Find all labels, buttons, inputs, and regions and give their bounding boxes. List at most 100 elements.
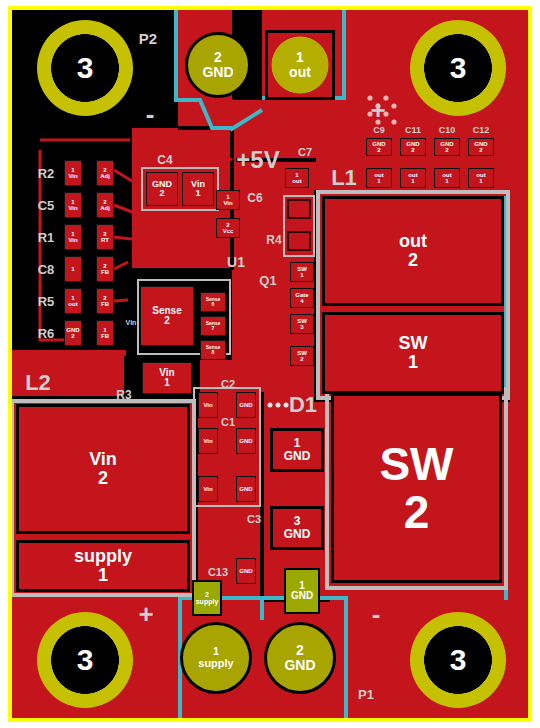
pad-label: FB: [101, 333, 109, 339]
pad-label: 2: [103, 263, 106, 269]
pad-label: 1: [411, 178, 414, 184]
dot: [268, 403, 273, 408]
smd-pad: out1: [434, 168, 460, 188]
smd-pad: SW3: [290, 314, 314, 334]
silkscreen-label: C1: [221, 417, 235, 428]
smd-pad: GND: [236, 428, 256, 454]
silkscreen-label: L2: [25, 372, 51, 394]
pad-label: 3: [294, 515, 301, 528]
pad-label: 6: [212, 302, 215, 307]
silkscreen-label: R3: [116, 389, 131, 401]
smd-pad: SW1: [322, 312, 504, 394]
pad-label: Gate: [295, 292, 308, 298]
pin1-dots: [268, 403, 289, 408]
silkscreen-label: Vin: [126, 319, 137, 326]
pad-label: SW: [297, 350, 307, 356]
clearance-lines: [12, 128, 510, 600]
smd-pad: 2FB: [96, 256, 114, 282]
smd-pad: GND: [236, 392, 256, 418]
pad-label: 2: [296, 643, 304, 658]
pad-label: 2: [408, 251, 418, 270]
smd-pad: 1GND: [270, 428, 324, 472]
board-gap: [124, 356, 200, 398]
smd-pad: 1GND: [284, 568, 320, 614]
pad-label: Vin: [191, 180, 205, 189]
silkscreen-label: R2: [38, 167, 55, 180]
pad-label: GND: [406, 141, 419, 147]
resistor-outline: [284, 196, 314, 256]
silkscreen-label: C6: [247, 192, 262, 204]
silkscreen-label: C12: [473, 126, 490, 135]
pad-label: 2: [226, 222, 229, 228]
pad-label: 2: [98, 469, 108, 488]
trace: [200, 140, 232, 160]
smd-pad: 1Vin: [64, 160, 82, 186]
capacitor-outline: [194, 388, 260, 506]
smd-pad: 3GND: [270, 506, 324, 550]
silkscreen-label: C3: [247, 514, 261, 525]
bottom-layer-lines: [176, 8, 506, 720]
smd-pad: 2FB: [96, 288, 114, 314]
bottom-trace: [180, 598, 346, 720]
via: [391, 119, 396, 124]
smd-pad: Vin: [198, 476, 218, 502]
pad-label: 2: [205, 591, 209, 598]
smd-pad: 1Vin: [64, 192, 82, 218]
silkscreen-label: C9: [373, 126, 385, 135]
pad-label: out: [476, 172, 485, 178]
silkscreen-label: U1: [227, 255, 245, 269]
silkscreen-label: C4: [157, 154, 172, 166]
pad-label: 3: [450, 52, 467, 84]
inductor-outline: [318, 192, 508, 398]
pad-label: 2: [377, 147, 380, 153]
smd-pad: SW1: [290, 262, 314, 282]
smd-pad: Sense2: [140, 286, 194, 346]
pad-label: 1: [71, 231, 74, 237]
pad-label: GND: [152, 180, 172, 189]
board-edge: [10, 8, 530, 720]
pad-label: 1: [299, 581, 305, 592]
silkscreen-label: R6: [38, 327, 55, 340]
smd-pad: Gate4: [290, 288, 314, 308]
pad-label: 1: [98, 566, 108, 585]
pad-label: GND: [474, 141, 487, 147]
silkscreen-label: R4: [266, 234, 281, 246]
pad-label: supply: [196, 598, 219, 605]
pad-label: GND: [239, 568, 252, 574]
through-hole-pad: 2GND: [185, 32, 251, 98]
via-field: [367, 95, 396, 124]
pad-label: out: [374, 172, 383, 178]
pad-label: 2: [103, 167, 106, 173]
silkscreen-label: R5: [38, 295, 55, 308]
pad-label: Vcc: [223, 228, 234, 234]
silkscreen-label: R1: [38, 231, 55, 244]
capacitor-outline: [142, 168, 218, 210]
bottom-trace: [260, 600, 264, 620]
pad-label: 3: [300, 324, 303, 330]
pad-label: 2: [164, 316, 170, 327]
pad-label: SW: [297, 318, 307, 324]
smd-pad: 2Adj: [96, 192, 114, 218]
silkscreen-label: +: [138, 601, 153, 627]
smd-pad: GND2: [434, 138, 460, 156]
pad-label: Vin: [68, 237, 77, 243]
silkscreen-label: C5: [38, 199, 55, 212]
through-hole-pad: 2GND: [264, 622, 336, 694]
bottom-trace: [230, 110, 262, 130]
pad-label: 1: [295, 172, 298, 178]
mounting-hole: 3: [410, 20, 506, 116]
silkscreen-label: +: [370, 97, 385, 123]
smd-pad: Vin1: [182, 172, 214, 206]
inductor-outline: [12, 401, 194, 595]
smd-pad: Sense8: [200, 340, 226, 360]
trace: [40, 139, 130, 142]
pad-label: Adj: [100, 173, 110, 179]
smd-pad: Vin2: [16, 404, 190, 534]
pad-label: GND: [239, 402, 252, 408]
pad-label: 2: [103, 295, 106, 301]
pad-label: 1: [71, 295, 74, 301]
smd-pad: GND: [236, 476, 256, 502]
trace: [114, 300, 128, 301]
mounting-hole: 3: [37, 20, 133, 116]
